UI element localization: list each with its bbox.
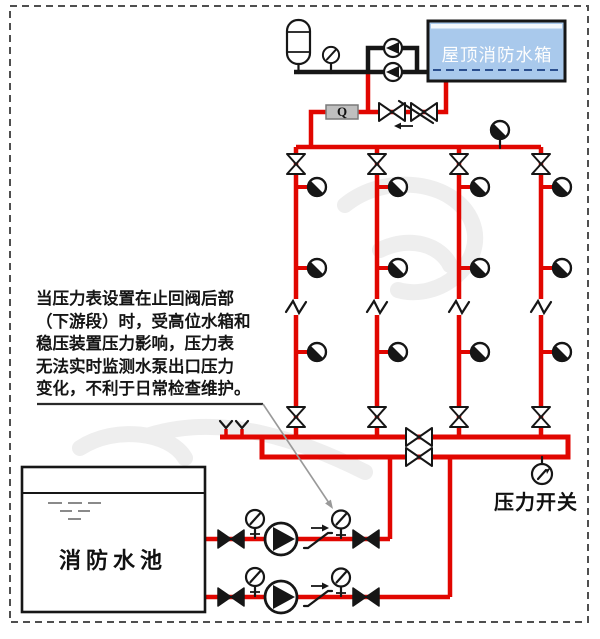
- discharge-valve-icon: [352, 587, 380, 607]
- pressure-gauge-icon: [330, 509, 352, 540]
- fire-pool: [20, 465, 207, 614]
- annotation-line: 无法实时监测水泵出口压力: [36, 356, 234, 376]
- fire-pump-icon: [263, 579, 299, 615]
- suction-valve-icon: [217, 587, 245, 607]
- annotation-line: 变化，不利于日常检查维护。: [36, 379, 251, 399]
- pressure-switch-label: 压力开关: [494, 492, 578, 514]
- fire-pump-train-2: [217, 566, 380, 615]
- annotation-text: 当压力表设置在止回阀后部 （下游段）时，受高位水箱和 稳压装置压力影响，压力表 …: [36, 288, 274, 401]
- discharge-valve-icon: [352, 529, 380, 549]
- flow-meter-icon: [325, 104, 359, 120]
- annotation-line: 当压力表设置在止回阀后部: [36, 289, 234, 308]
- suction-valve-icon: [217, 529, 245, 549]
- pressure-gauge-icon: [244, 566, 266, 598]
- fire-pool-label: 消防水池: [58, 548, 167, 573]
- flow-meter-label: Q: [336, 104, 348, 119]
- tank-headspace: [431, 24, 562, 29]
- diagram-border: [9, 5, 589, 623]
- check-valve-icon: [302, 523, 334, 550]
- fire-pump-icon: [263, 521, 299, 557]
- expansion-tank-icon: [285, 18, 312, 75]
- stabilizer-pump-icon: [382, 61, 404, 83]
- rooftop-tank-label: 屋顶消防水箱: [441, 45, 553, 65]
- annotation-line: 稳压装置压力影响，压力表: [36, 334, 234, 354]
- auto-air-valve-icon: [489, 119, 511, 150]
- rooftop-tank: [426, 19, 567, 83]
- pressure-gauge-icon: [330, 567, 352, 598]
- annotation-line: （下游段）时，受高位水箱和: [36, 311, 251, 331]
- annotation-leader: [37, 402, 333, 509]
- manifold-gate-valve-icon: [405, 427, 433, 447]
- manifold-gate-valve-icon: [405, 447, 433, 467]
- stabilizer-pump-icon: [382, 37, 404, 59]
- pressure-gauge-icon: [321, 45, 341, 75]
- stabilizer-piping: [294, 45, 430, 75]
- check-valve-icon: [378, 99, 438, 130]
- pressure-switch-icon: [530, 455, 554, 486]
- pressure-gauge-icon: [244, 508, 266, 540]
- check-valve-icon: [302, 581, 334, 608]
- fire-pump-train-1: [217, 508, 380, 557]
